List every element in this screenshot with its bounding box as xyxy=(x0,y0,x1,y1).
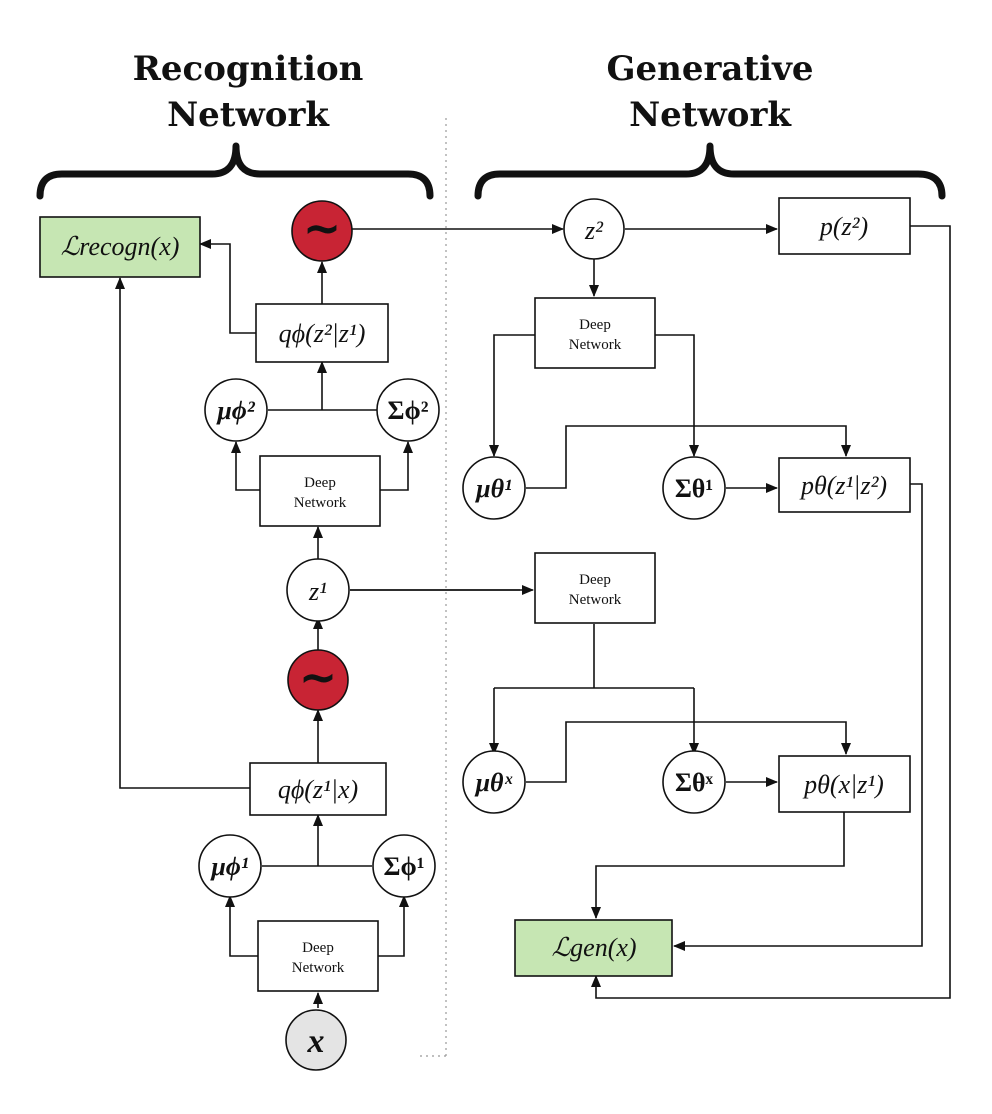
wire-q1-to-loss xyxy=(115,277,250,789)
wire-q2-to-loss xyxy=(199,239,256,334)
recognition-deep-network-upper xyxy=(259,455,381,527)
z1-label: z¹ xyxy=(308,577,327,606)
recognition-deep-network-lower-line1: Deep xyxy=(302,940,334,956)
wire-mutheta1-to-pz1 xyxy=(526,425,851,489)
generative-deep-network-upper-line2: Network xyxy=(569,337,622,353)
q1-box xyxy=(249,762,387,816)
p-z1-given-z2-label: pθ(z¹|z²) xyxy=(799,471,887,500)
wire-deepnet-to-sigma1 xyxy=(378,895,409,957)
recognition-deep-network-lower xyxy=(257,920,379,992)
wire-px-to-gen-loss xyxy=(591,812,845,919)
sigma1-label: Σϕ¹ xyxy=(383,852,424,881)
wire-muthetax-to-px xyxy=(526,721,851,783)
z1-node xyxy=(286,558,350,622)
sample-bottom-icon xyxy=(287,649,349,711)
recognition-brace xyxy=(36,142,434,200)
wire-prior-to-gen-loss xyxy=(591,225,951,999)
sample-top-tilde: ~ xyxy=(303,201,342,255)
wire-pz1-to-gen-loss xyxy=(673,483,923,951)
recognition-deep-network-upper-line1: Deep xyxy=(304,475,336,491)
generative-header-line1: Generative xyxy=(607,49,814,89)
mu-theta-x-label: μθˣ xyxy=(474,768,513,797)
generative-deep-network-upper xyxy=(534,297,656,369)
p-x-given-z1-label: pθ(x|z¹) xyxy=(802,770,884,799)
q1-label: qϕ(z¹|x) xyxy=(278,775,358,804)
sigma-theta1-label: Σθ¹ xyxy=(675,474,713,503)
generative-deep-network-upper-line1: Deep xyxy=(579,317,611,333)
input-x-node xyxy=(285,1009,347,1071)
wire-deepnet-to-mu2 xyxy=(231,441,260,491)
mu-theta-x-node xyxy=(462,750,526,814)
wire-deepnet-to-sigma2 xyxy=(380,441,413,491)
wire-deepnet-to-mu1 xyxy=(225,895,258,957)
sigma2-node xyxy=(376,378,440,442)
mu2-node xyxy=(204,378,268,442)
generative-brace xyxy=(474,142,946,200)
mu-theta1-label: μθ¹ xyxy=(474,474,512,503)
sigma1-node xyxy=(372,834,436,898)
recognition-deep-network-upper-line2: Network xyxy=(294,495,347,511)
sigma-theta-x-node xyxy=(662,750,726,814)
generative-header-line2: Network xyxy=(629,95,792,135)
z2-label: z² xyxy=(584,216,604,245)
p-x-given-z1-box xyxy=(778,755,911,813)
prior-box xyxy=(778,197,911,255)
sigma-theta1-node xyxy=(662,456,726,520)
recognition-loss-label: ℒrecogn(x) xyxy=(61,232,180,261)
wire-deepnet-to-sigmatheta1 xyxy=(654,334,699,457)
wire-deepnet-to-mutheta1 xyxy=(489,334,535,457)
mu1-node xyxy=(198,834,262,898)
generative-deep-network-lower-line1: Deep xyxy=(579,572,611,588)
sample-bottom-tilde: ~ xyxy=(299,650,338,704)
generative-deep-network-lower xyxy=(534,552,656,624)
generative-loss-label: ℒgen(x) xyxy=(551,933,636,962)
generative-loss-box xyxy=(514,919,673,977)
input-x-label: x xyxy=(307,1023,325,1060)
sample-top-icon xyxy=(291,200,353,262)
mu-theta1-node xyxy=(462,456,526,520)
recognition-header-line1: Recognition xyxy=(133,49,364,89)
q2-box xyxy=(255,303,389,363)
sigma-theta-x-label: Σθˣ xyxy=(675,768,714,797)
prior-label: p(z²) xyxy=(818,212,868,241)
mu1-label: μϕ¹ xyxy=(209,852,248,881)
recognition-header-line2: Network xyxy=(167,95,330,135)
z2-node xyxy=(563,198,625,260)
mu2-label: μϕ² xyxy=(215,396,256,425)
p-z1-given-z2-box xyxy=(778,457,911,513)
q2-label: qϕ(z²|z¹) xyxy=(279,319,366,348)
generative-deep-network-lower-line2: Network xyxy=(569,592,622,608)
recognition-loss-box xyxy=(39,216,201,278)
recognition-deep-network-lower-line2: Network xyxy=(292,960,345,976)
sigma2-label: Σϕ² xyxy=(387,396,428,425)
